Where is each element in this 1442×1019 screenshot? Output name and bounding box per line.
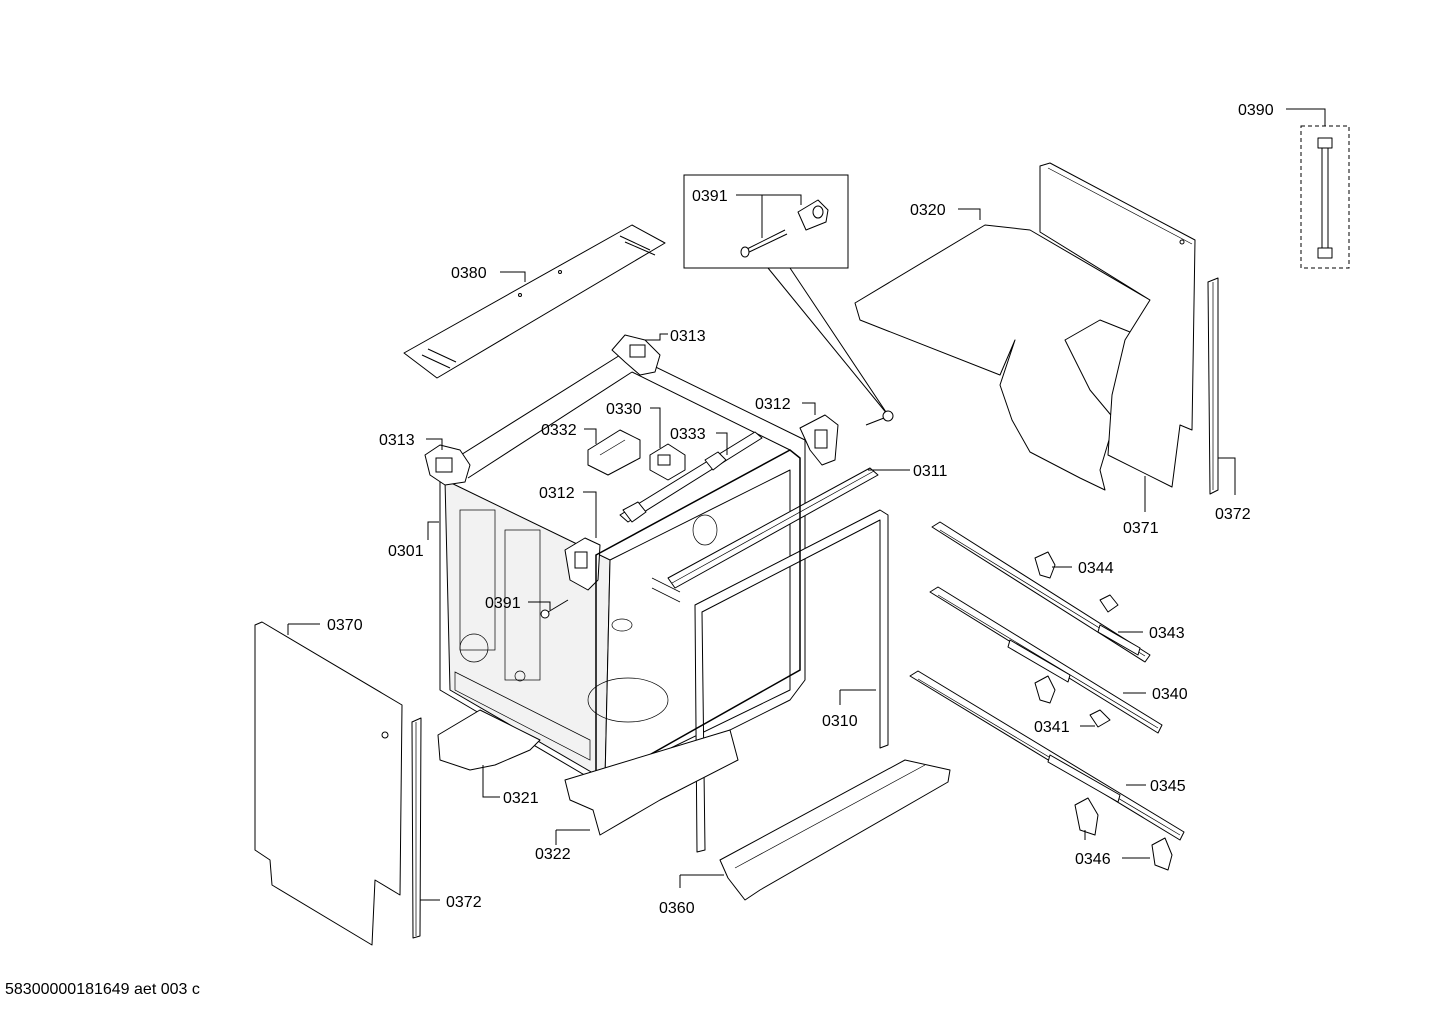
label-0360: 0360 [659,900,695,917]
label-0390: 0390 [1238,102,1274,119]
label-0345: 0345 [1150,778,1186,795]
diagram-reference-code: 58300000181649 aet 003 c [5,981,200,998]
label-0343: 0343 [1149,625,1185,642]
part-0345-rail[interactable] [909,670,1185,841]
part-0330-switch[interactable] [649,443,686,481]
label-0330: 0330 [606,401,642,418]
label-0301: 0301 [388,543,424,560]
part-0346-clip[interactable] [1074,797,1173,871]
part-0310-door-seal[interactable] [694,509,889,853]
label-0370: 0370 [327,617,363,634]
part-0321-base-insulation[interactable] [437,709,541,771]
label-0380: 0380 [451,265,487,282]
label-0391-body: 0391 [485,595,521,612]
label-0372-right: 0372 [1215,506,1251,523]
label-0311: 0311 [913,463,948,480]
label-0312-left: 0312 [539,485,575,502]
label-0346: 0346 [1075,851,1111,868]
part-0370-side-panel[interactable] [254,621,403,946]
part-0371-back-panel[interactable] [1039,162,1196,488]
label-0322: 0322 [535,846,571,863]
part-0332-control-module[interactable] [587,429,641,476]
label-0312-right: 0312 [755,396,791,413]
part-0391-screw-small[interactable] [865,410,894,426]
part-0380-top-plate[interactable] [403,224,666,379]
label-0333: 0333 [670,426,706,443]
label-0313-top: 0313 [670,328,706,345]
label-0321: 0321 [503,790,539,807]
part-0313-bracket-top[interactable] [611,334,661,376]
part-0322-base-insulation[interactable] [564,729,739,836]
label-0320: 0320 [910,202,946,219]
part-0390-cable[interactable] [1300,125,1350,269]
part-0391-screw-body[interactable] [540,599,569,619]
label-0332: 0332 [541,422,577,439]
part-0341-clip[interactable] [1034,675,1111,728]
part-0360-kickplate[interactable] [719,759,951,901]
label-0310: 0310 [822,713,858,730]
label-0371: 0371 [1123,520,1159,537]
label-0313-left: 0313 [379,432,415,449]
label-0391-inset: 0391 [692,188,728,205]
part-0311-top-seal[interactable] [667,467,879,589]
inset-box-0391 [683,174,889,416]
part-0343-rail[interactable] [931,521,1151,663]
part-0312-bracket-left[interactable] [564,537,601,591]
part-0372-left-strip[interactable] [411,717,422,939]
label-0340: 0340 [1152,686,1188,703]
label-0344: 0344 [1078,560,1114,577]
label-0372-left: 0372 [446,894,482,911]
part-0313-bracket-left[interactable] [424,444,471,486]
part-0344-clip[interactable] [1034,551,1119,613]
label-0341: 0341 [1034,719,1070,736]
part-0312-bracket-right[interactable] [799,414,839,466]
part-0372-right-strip[interactable] [1207,277,1219,495]
part-0340-rail[interactable] [929,586,1163,734]
